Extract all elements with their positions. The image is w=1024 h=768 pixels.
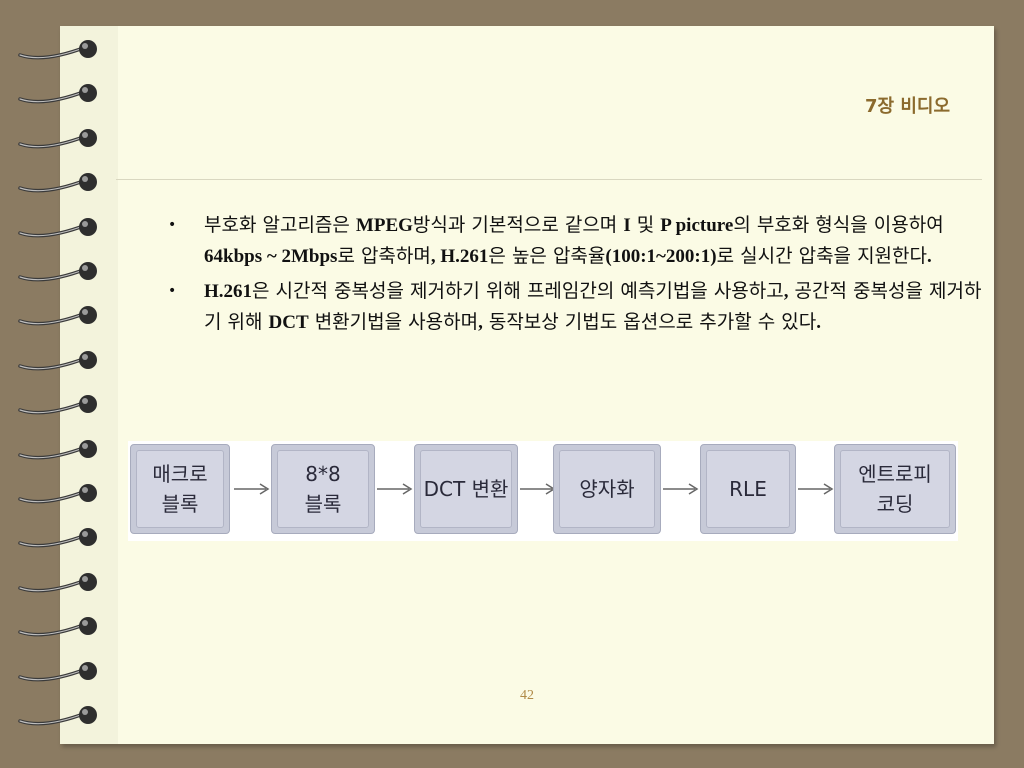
binding-ring-icon — [18, 617, 97, 637]
title-divider — [116, 179, 982, 180]
bullet-item-2: • H.261은 시간적 중복성을 제거하기 위해 프레임간의 예측기법을 사용… — [164, 276, 984, 338]
pipeline-box-entropy-coding: 엔트로피 코딩 — [834, 444, 956, 534]
bullet-run: , — [783, 281, 789, 302]
arrow-right-icon — [234, 483, 270, 495]
pipeline-box-label: 매크로 블록 — [136, 450, 224, 528]
pipeline-box-label: 양자화 — [559, 450, 655, 528]
arrow-right-icon — [520, 483, 556, 495]
binding-ring-icon — [18, 40, 97, 60]
bullet-run: 64kbps ~ 2Mbps — [204, 246, 338, 267]
pipeline-box-quantization: 양자화 — [553, 444, 661, 534]
bullet-run: I — [623, 215, 631, 236]
bullet-run: 은 시간적 중복성을 제거하기 위해 프레임간의 예측기법을 사용하고 — [252, 280, 784, 302]
pipeline-box-label: 8*8 블록 — [277, 450, 369, 528]
h261-encoding-pipeline-diagram: 매크로 블록 8*8 블록 DCT 변환 양자화 RLE 엔트로피 코딩 — [128, 441, 958, 541]
binding-ring-icon — [18, 218, 97, 238]
slide-page: 7장 비디오 • 부호화 알고리즘은 MPEG방식과 기본적으로 같으며 I 및… — [60, 26, 994, 744]
bullet-run: 의 부호화 형식을 이용하여 — [733, 214, 944, 236]
bullet-run: , — [478, 312, 483, 333]
bullet-text-2: H.261은 시간적 중복성을 제거하기 위해 프레임간의 예측기법을 사용하고… — [204, 280, 981, 333]
bullet-run: . — [927, 246, 932, 267]
bullet-run: 은 높은 압축율 — [488, 245, 606, 267]
pipeline-box-rle: RLE — [700, 444, 796, 534]
pipeline-box-label: DCT 변환 — [420, 450, 512, 528]
binding-ring-icon — [18, 84, 97, 104]
bullet-list: • 부호화 알고리즘은 MPEG방식과 기본적으로 같으며 I 및 P pict… — [164, 210, 984, 342]
arrow-right-icon — [663, 483, 699, 495]
bullet-dot-icon: • — [168, 217, 177, 233]
pipeline-box-label: 엔트로피 코딩 — [840, 450, 950, 528]
binding-ring-icon — [18, 129, 97, 149]
bullet-run: H.261 — [204, 281, 253, 302]
bullet-run: (100:1~200:1) — [605, 246, 717, 267]
bullet-run: DCT — [268, 312, 309, 333]
bullet-run: 로 실시간 압축을 지원한다 — [716, 245, 927, 267]
binding-ring-icon — [18, 262, 97, 282]
pipeline-box-label: RLE — [706, 450, 790, 528]
binding-ring-icon — [18, 662, 97, 682]
binding-ring-icon — [18, 706, 97, 726]
pipeline-box-macroblock: 매크로 블록 — [130, 444, 230, 534]
bullet-run: , H.261 — [430, 246, 489, 267]
bullet-run: 변환기법을 사용하며 — [308, 311, 479, 333]
bullet-run: 및 — [630, 214, 661, 236]
binding-ring-icon — [18, 440, 97, 460]
binding-ring-icon — [18, 528, 97, 548]
page-number: 42 — [520, 688, 534, 703]
bullet-run: . — [816, 312, 821, 333]
bullet-item-1: • 부호화 알고리즘은 MPEG방식과 기본적으로 같으며 I 및 P pict… — [164, 210, 984, 272]
bullet-run: P picture — [660, 215, 734, 236]
bullet-run: 로 압축하며 — [337, 245, 431, 267]
arrow-right-icon — [798, 483, 834, 495]
binding-ring-icon — [18, 395, 97, 415]
bullet-run: MPEG — [355, 215, 413, 236]
slide-title: 7장 비디오 — [864, 96, 950, 117]
binding-ring-icon — [18, 173, 97, 193]
bullet-run: 동작보상 기법도 옵션으로 추가할 수 있다 — [482, 311, 817, 333]
bullet-run: 부호화 알고리즘은 — [204, 214, 356, 236]
binding-ring-icon — [18, 573, 97, 593]
bullet-dot-icon: • — [168, 283, 177, 299]
arrow-right-icon — [377, 483, 413, 495]
bullet-run: 방식과 기본적으로 같으며 — [412, 214, 624, 236]
binding-ring-icon — [18, 351, 97, 371]
bullet-text-1: 부호화 알고리즘은 MPEG방식과 기본적으로 같으며 I 및 P pictur… — [204, 214, 944, 267]
pipeline-box-dct: DCT 변환 — [414, 444, 518, 534]
binding-ring-icon — [18, 484, 97, 504]
bullet-run: 공간적 중복성을 제거하기 위해 — [204, 280, 982, 333]
pipeline-box-8x8-block: 8*8 블록 — [271, 444, 375, 534]
binding-ring-icon — [18, 306, 97, 326]
